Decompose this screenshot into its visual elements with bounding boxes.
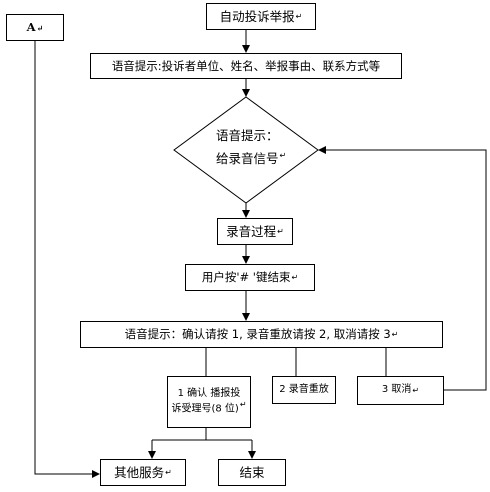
node-start: 自动投诉举报↵: [206, 3, 316, 30]
node-replay-label: 2 录音重放: [279, 383, 329, 395]
node-confirm-line-2: 诉受理号(8 位): [171, 403, 239, 415]
node-cancel-label: 3 取消: [381, 384, 412, 396]
node-recording: 录音过程↵: [217, 218, 293, 245]
node-prompt2-label: 语音提示：确认请按 1, 录音重放请按 2, 取消请按 3: [124, 327, 391, 342]
decision-line-1: 语音提示：: [216, 128, 279, 143]
decision-line-2: 给录音信号: [216, 151, 279, 167]
node-cancel: 3 取消↵: [357, 376, 444, 405]
node-prompt1-label: 语音提示:投诉者单位、姓名、举报事由、联系方式等: [111, 58, 381, 73]
node-confirm-line-1: 1 确认 播报投: [177, 387, 241, 399]
node-recording-label: 录音过程: [226, 223, 277, 239]
node-prompt2: 语音提示：确认请按 1, 录音重放请按 2, 取消请按 3↵: [80, 321, 443, 348]
node-end: 结束: [218, 459, 286, 486]
node-a-label: A: [26, 20, 36, 35]
node-start-label: 自动投诉举报: [219, 8, 295, 24]
node-prompt1: 语音提示:投诉者单位、姓名、举报事由、联系方式等: [90, 53, 402, 79]
node-replay: 2 录音重放: [272, 376, 336, 404]
decision-text: 语音提示： 给录音信号↵: [216, 128, 287, 167]
node-other-services: 其他服务↵: [100, 459, 186, 486]
node-confirm: 1 确认 播报投 诉受理号(8 位)↵: [167, 376, 251, 428]
node-other-services-label: 其他服务: [114, 464, 165, 480]
node-hash-end: 用户按'# '键结束↵: [185, 264, 315, 291]
node-a: A↵: [6, 14, 64, 41]
node-end-label: 结束: [239, 464, 265, 480]
node-hash-end-label: 用户按'# '键结束: [201, 270, 291, 285]
